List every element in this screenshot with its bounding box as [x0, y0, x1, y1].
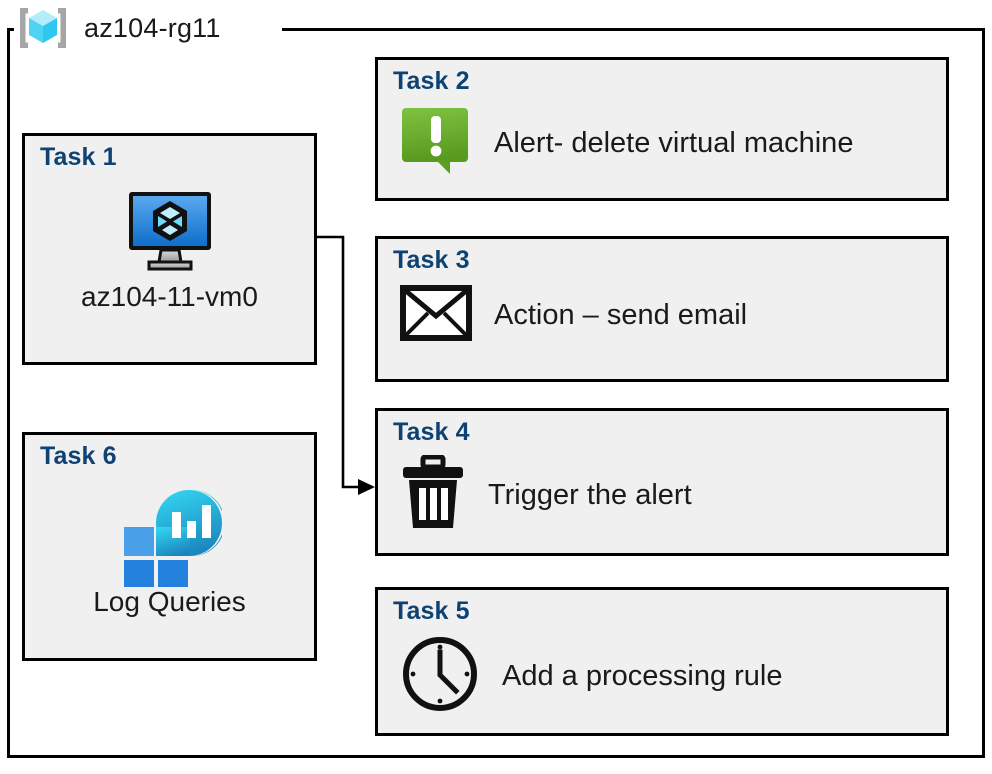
card-task6-title: Task 6 — [40, 442, 117, 470]
resource-group-name: az104-rg11 — [84, 12, 221, 43]
card-task3[interactable]: Task 3 Action – send email — [375, 236, 949, 382]
card-task2-row: Alert- delete virtual machine — [400, 106, 936, 181]
card-task5-title: Task 5 — [393, 597, 470, 625]
card-task6-icon-wrap — [25, 487, 314, 592]
card-task1[interactable]: Task 1 — [22, 133, 317, 365]
card-task4[interactable]: Task 4 Trigger the alert — [375, 408, 949, 556]
card-task3-title: Task 3 — [393, 246, 470, 274]
card-task4-row: Trigger the alert — [400, 454, 936, 536]
resource-group-cube-icon — [12, 5, 74, 51]
card-task1-title: Task 1 — [40, 143, 117, 171]
envelope-icon — [400, 285, 472, 346]
card-task4-title: Task 4 — [393, 418, 470, 446]
resource-group-container — [7, 28, 985, 758]
log-analytics-icon — [118, 487, 225, 592]
card-task5[interactable]: Task 5 Add a processing rule — [375, 587, 949, 736]
card-task4-label: Trigger the alert — [488, 479, 692, 511]
alert-bubble-icon — [400, 106, 472, 181]
clock-icon — [400, 634, 480, 719]
card-task6-caption: Log Queries — [93, 586, 246, 617]
card-task2-label: Alert- delete virtual machine — [494, 127, 854, 159]
card-task3-label: Action – send email — [494, 299, 748, 331]
card-task1-caption: az104-11-vm0 — [81, 281, 258, 312]
resource-group-header: az104-rg11 — [12, 2, 221, 54]
card-task2[interactable]: Task 2 Alert- delete virtual machin — [375, 57, 949, 201]
virtual-machine-icon — [123, 188, 217, 279]
card-task6[interactable]: Task 6 — [22, 432, 317, 661]
card-task3-row: Action – send email — [400, 285, 936, 346]
card-task5-row: Add a processing rule — [400, 634, 936, 719]
card-task5-label: Add a processing rule — [502, 660, 783, 692]
card-task2-title: Task 2 — [393, 67, 470, 95]
card-task1-icon-wrap — [25, 188, 314, 279]
trash-can-icon — [400, 454, 466, 536]
